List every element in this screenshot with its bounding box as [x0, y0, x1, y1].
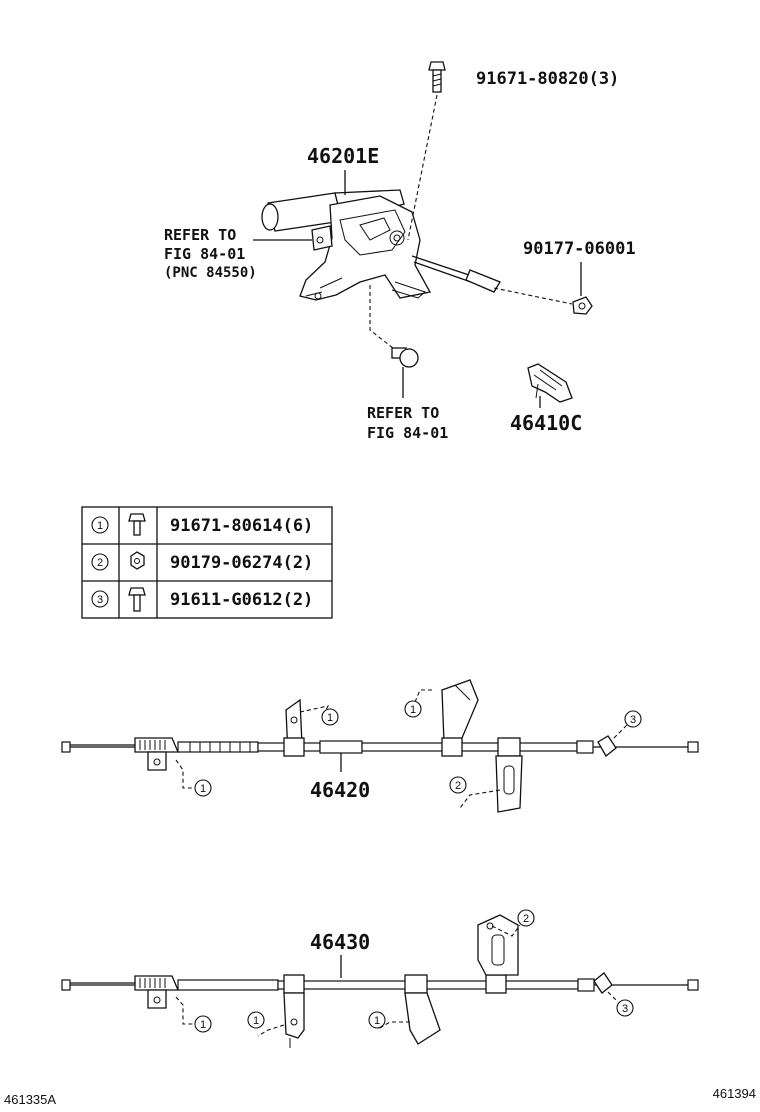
upper-callout-3: 3: [630, 714, 636, 726]
lower-callout-3-leader: [607, 991, 619, 1003]
cable-46430-drawing: [61, 914, 699, 1048]
top-bolt-icon: [428, 61, 446, 93]
refer-left-line-2: FIG 84-01: [164, 245, 245, 263]
lower-callout-3: 3: [622, 1003, 628, 1015]
table-ref-circle-2: [91, 553, 109, 571]
refer-bottom-line-1: REFER TO: [367, 404, 439, 422]
clip-icon: [527, 363, 573, 403]
footer-right-code: 461394: [713, 1086, 756, 1101]
nut-leader-dashed: [493, 287, 573, 305]
nut-icon: [130, 551, 145, 570]
part-number-cable-46420: 46420: [310, 778, 370, 802]
lower-callout-1a: 1: [200, 1019, 206, 1031]
upper-callout-3-leader: [613, 723, 629, 739]
upper-callout-3-circle: [624, 710, 642, 728]
bolt-icon: [128, 587, 146, 612]
upper-callout-2: 2: [455, 780, 461, 792]
table-part-1: 91671-80614(6): [170, 516, 313, 536]
lower-bolt-icon: [391, 347, 419, 368]
part-number-clip: 46410C: [510, 411, 582, 435]
cable-46420-drawing: [61, 679, 699, 813]
lower-callout-1b-circle: [247, 1011, 265, 1029]
upper-callout-1c-leader: [175, 759, 196, 789]
table-ref-2: 2: [97, 557, 103, 569]
table-ref-circle-3: [91, 590, 109, 608]
table-part-2: 90179-06274(2): [170, 553, 313, 573]
part-number-cable-46430: 46430: [310, 930, 370, 954]
parking-brake-lever-drawing: [261, 189, 501, 301]
part-number-top-bolt: 91671-80820(3): [476, 69, 619, 89]
table-part-3: 91611-G0612(2): [170, 590, 313, 610]
upper-callout-1a-circle: [321, 708, 339, 726]
table-ref-1: 1: [97, 520, 103, 532]
upper-callout-1b: 1: [410, 704, 416, 716]
footer-left-code: 461335A: [4, 1092, 56, 1107]
lower-callout-2: 2: [523, 913, 529, 925]
part-number-nut: 90177-06001: [523, 239, 636, 259]
part-number-lever: 46201E: [307, 144, 379, 168]
lower-callout-1b: 1: [253, 1015, 259, 1027]
lower-callout-1a-leader: [175, 996, 196, 1025]
upper-callout-1b-leader: [414, 689, 432, 703]
fastener-table: 1 91671-80614(6) 2 90179-06274(2) 3 9161…: [81, 506, 333, 619]
lower-callout-1b-leader: [257, 1024, 285, 1037]
lower-callout-1a-circle: [194, 1015, 212, 1033]
table-ref-circle-1: [91, 516, 109, 534]
lower-bolt-leader: [369, 285, 399, 353]
upper-callout-2-circle: [449, 776, 467, 794]
refer-bottom-line-2: FIG 84-01: [367, 424, 448, 442]
upper-callout-1b-circle: [404, 700, 422, 718]
upper-callout-1c: 1: [200, 783, 206, 795]
upper-callout-1c-circle: [194, 779, 212, 797]
bolt-icon: [128, 513, 146, 536]
upper-callout-1a: 1: [327, 712, 333, 724]
top-bolt-leader: [407, 94, 438, 241]
lower-callout-1c: 1: [374, 1015, 380, 1027]
lower-callout-2-leader: [491, 924, 521, 937]
nut-icon: [572, 296, 593, 315]
lower-callout-2-circle: [517, 909, 535, 927]
refer-left-line-1: REFER TO: [164, 226, 236, 244]
table-ref-3: 3: [97, 594, 103, 606]
lower-callout-3-circle: [616, 999, 634, 1017]
upper-callout-2-leader: [459, 789, 501, 809]
lower-callout-1c-circle: [368, 1011, 386, 1029]
refer-left-line-3: (PNC 84550): [164, 265, 257, 281]
